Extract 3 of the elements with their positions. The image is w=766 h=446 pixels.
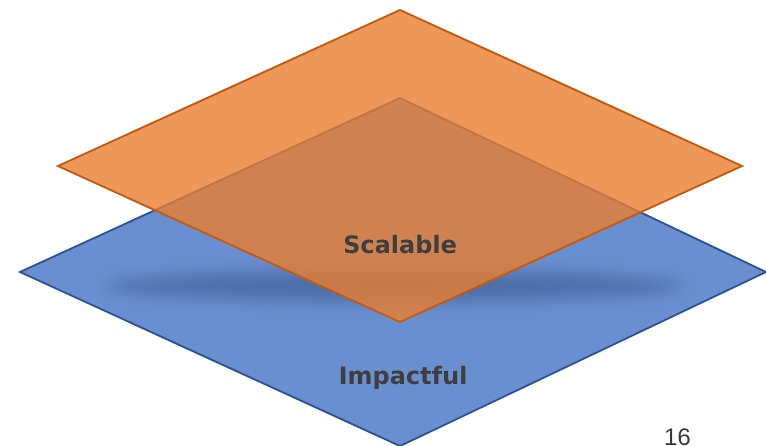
- page-number: 16: [664, 424, 691, 446]
- layer-label: Scalable: [343, 231, 457, 259]
- layer-label: Impactful: [338, 362, 468, 390]
